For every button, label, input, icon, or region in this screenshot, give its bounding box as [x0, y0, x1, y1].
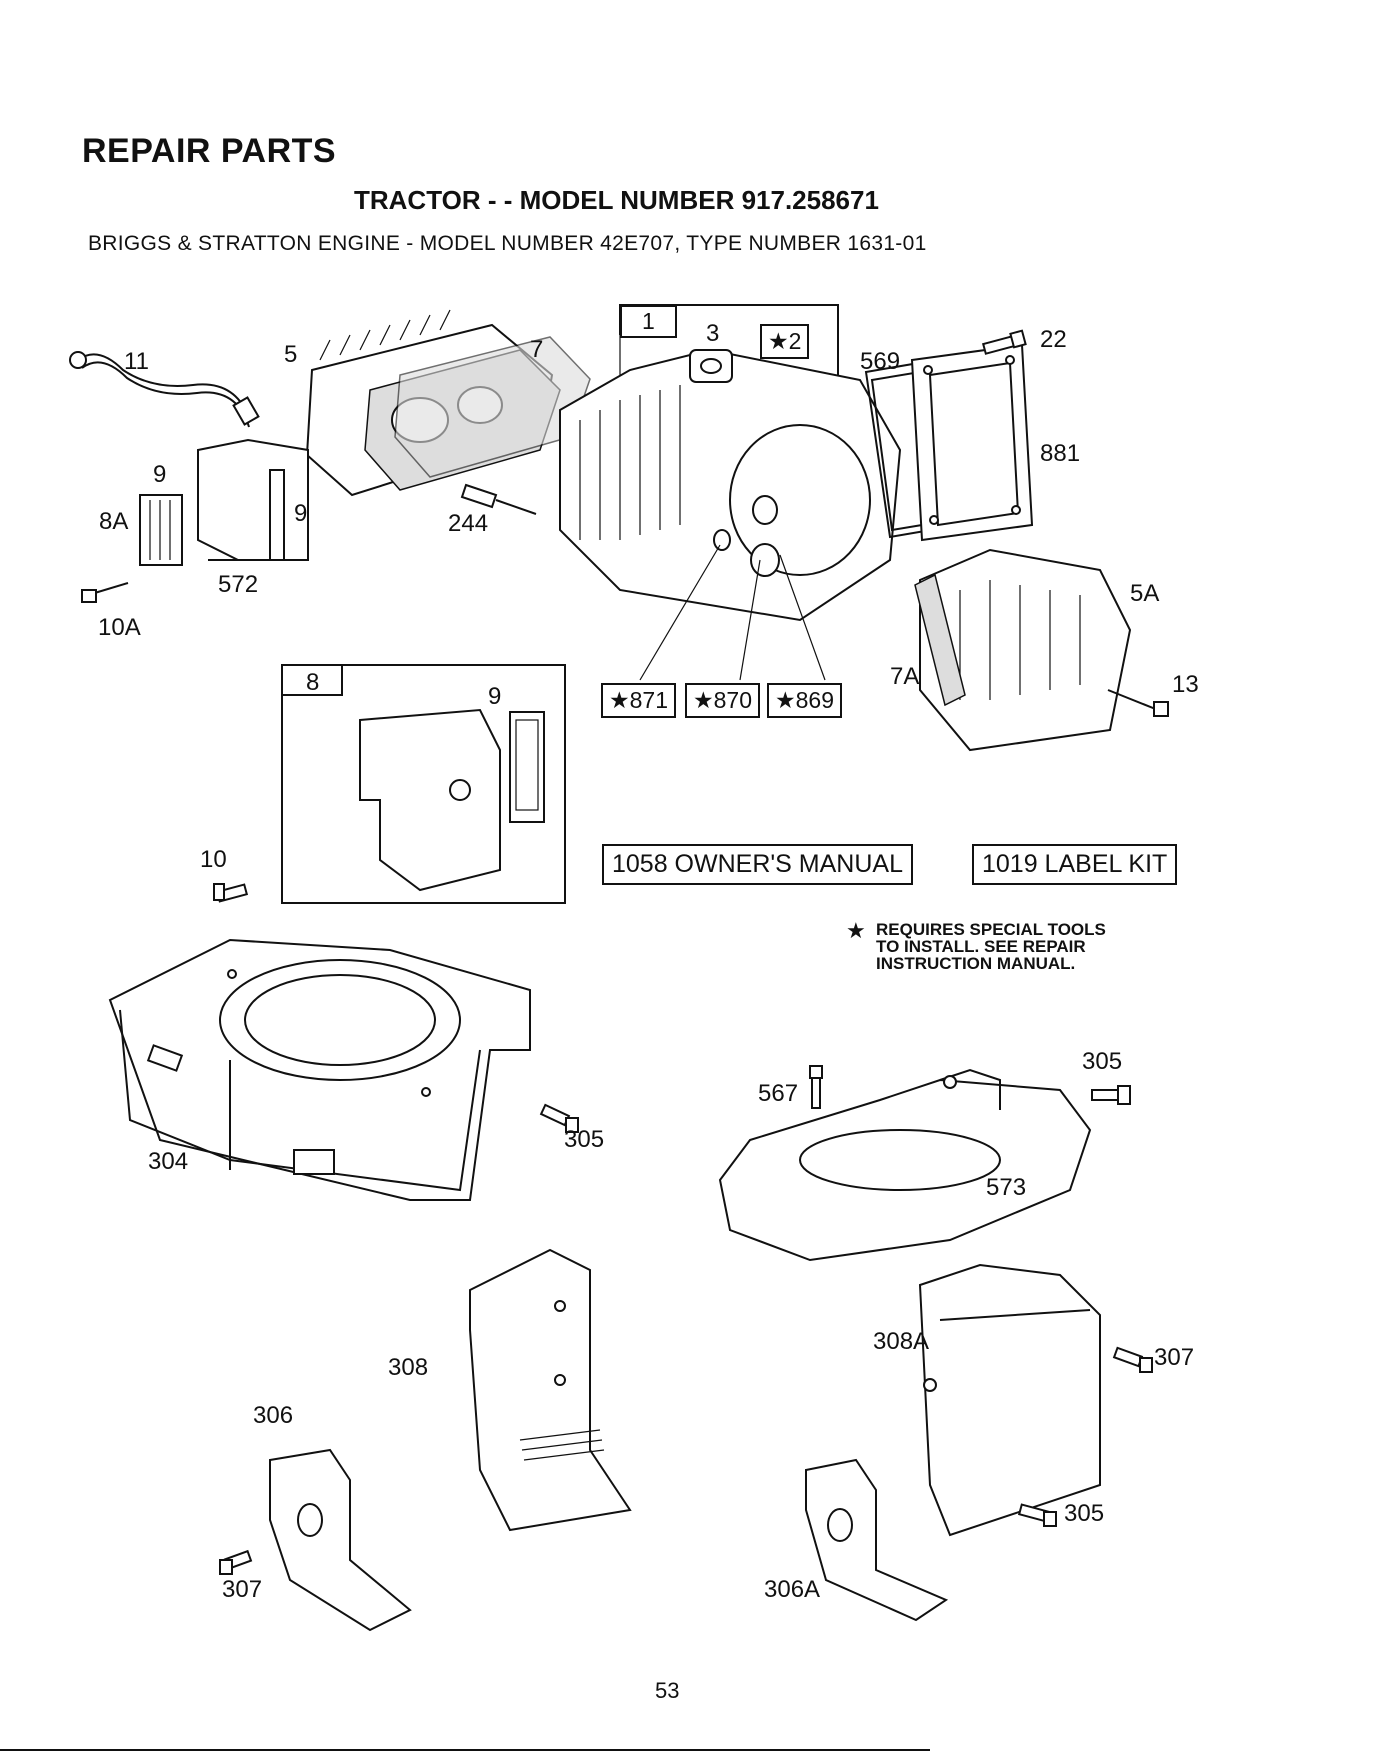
callout-8: 8: [306, 669, 320, 696]
callout-9-box: 9: [488, 683, 502, 710]
callout-305-left: 305: [564, 1126, 605, 1153]
cylinder-shroud-left-drawing: [469, 1248, 632, 1532]
spark-plug-drawing: [460, 483, 537, 515]
bolt-13-drawing: [1107, 689, 1169, 717]
callout-1-box: 1: [620, 305, 677, 338]
owners-manual-box: 1058 OWNER'S MANUAL: [602, 844, 913, 885]
callout-10: 10: [200, 846, 227, 873]
callout-881: 881: [1040, 440, 1081, 467]
bolt-305-lower-drawing: [1017, 1503, 1057, 1527]
callout-5A: 5A: [1130, 580, 1160, 607]
callout-9-left: 9: [153, 461, 167, 488]
callout-572: 572: [218, 571, 259, 598]
armature-assembly-box: [281, 664, 566, 904]
base-plate-drawing: [718, 1068, 1092, 1262]
bolt-305-left-drawing: [539, 1103, 579, 1133]
engine-model-heading: BRIGGS & STRATTON ENGINE - MODEL NUMBER …: [88, 232, 927, 255]
callout-5: 5: [284, 341, 298, 368]
callout-3: 3: [706, 320, 720, 347]
callout-8A: 8A: [99, 508, 129, 535]
air-guide-left-drawing: [269, 1448, 412, 1632]
tractor-model-heading: TRACTOR - - MODEL NUMBER 917.258671: [354, 185, 879, 215]
callout-7: 7: [530, 336, 544, 363]
cylinder-shroud-right-drawing: [918, 1263, 1101, 1537]
bolt-567-drawing: [809, 1065, 823, 1109]
special-tools-note: REQUIRES SPECIAL TOOLS TO INSTALL. SEE R…: [876, 921, 1106, 972]
fuel-line-drawing: [69, 351, 260, 428]
callout-307-left: 307: [222, 1576, 263, 1603]
callout-11: 11: [124, 348, 149, 375]
cylinder-head-right-drawing: [914, 548, 1132, 752]
callout-13: 13: [1172, 671, 1199, 698]
callout-567: 567: [758, 1080, 799, 1107]
callout-2-box: ★2: [760, 324, 810, 359]
label-kit-box: 1019 LABEL KIT: [972, 844, 1178, 885]
callout-9-right: 9: [294, 500, 308, 527]
note-line-1: REQUIRES SPECIAL TOOLS: [876, 920, 1106, 939]
ignition-armature-drawing: [81, 438, 309, 603]
callout-307-right: 307: [1154, 1344, 1195, 1371]
callout-871-box: ★871: [601, 683, 676, 718]
breather-cover-drawing: [864, 343, 1034, 542]
callout-569: 569: [860, 348, 901, 375]
bolt-10-drawing: [213, 883, 249, 903]
air-guide-right-drawing: [805, 1458, 949, 1622]
page-title: REPAIR PARTS: [82, 132, 337, 170]
callout-305-right: 305: [1082, 1048, 1123, 1075]
note-line-3: INSTRUCTION MANUAL.: [876, 954, 1076, 973]
note-line-2: TO INSTALL. SEE REPAIR: [876, 937, 1086, 956]
callout-305-lower: 305: [1064, 1500, 1105, 1527]
bolt-307-right-drawing: [1112, 1346, 1153, 1373]
callout-573: 573: [986, 1174, 1027, 1201]
bolt-305-right-drawing: [1091, 1085, 1131, 1105]
callout-306: 306: [253, 1402, 294, 1429]
callout-869-box: ★869: [767, 683, 842, 718]
callout-304: 304: [148, 1148, 189, 1175]
callout-308: 308: [388, 1354, 429, 1381]
blower-housing-drawing: [108, 938, 531, 1201]
callout-10A: 10A: [98, 614, 141, 641]
callout-870-box: ★870: [685, 683, 760, 718]
page-number: 53: [655, 1678, 680, 1703]
callout-244: 244: [448, 510, 489, 537]
bolt-307-left-drawing: [219, 1549, 253, 1575]
special-tools-star: ★: [846, 918, 866, 943]
engine-block-drawing: [559, 304, 902, 681]
callout-7A: 7A: [890, 663, 920, 690]
bolt-22-drawing: [981, 329, 1027, 355]
callout-308A: 308A: [873, 1328, 930, 1355]
cylinder-head-drawing: [305, 309, 591, 497]
callout-306A: 306A: [764, 1576, 821, 1603]
callout-22: 22: [1040, 326, 1067, 353]
